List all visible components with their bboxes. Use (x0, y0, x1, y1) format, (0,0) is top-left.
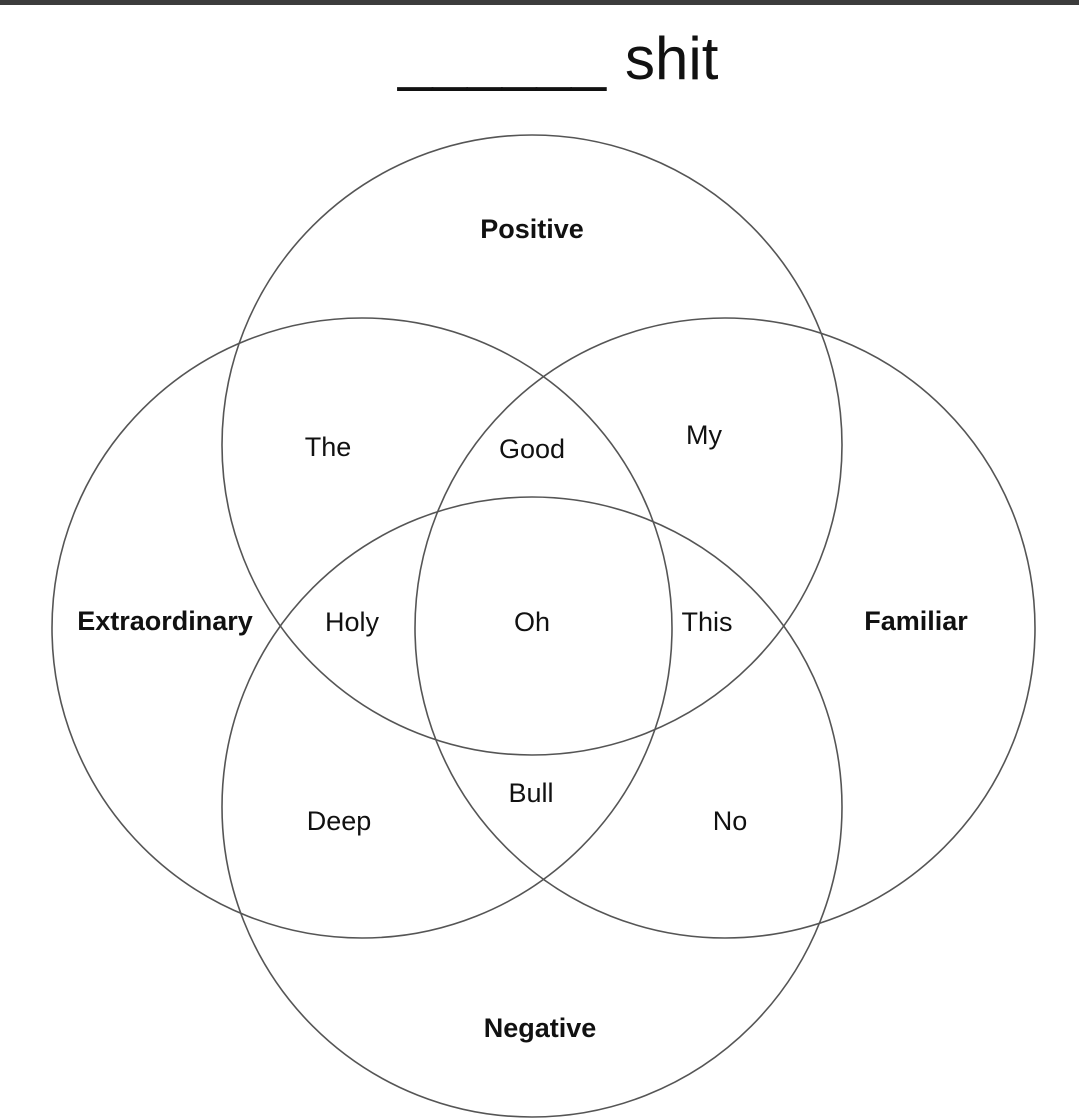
region-this: This (681, 607, 732, 637)
label-extraordinary: Extraordinary (77, 606, 253, 636)
region-oh: Oh (514, 607, 550, 637)
circle-negative (221, 496, 843, 1118)
label-familiar: Familiar (864, 606, 968, 636)
region-the: The (305, 432, 352, 462)
circle-familiar (414, 317, 1036, 939)
circle-positive (221, 134, 843, 756)
title-word: shit (625, 25, 719, 92)
label-positive: Positive (480, 214, 584, 244)
region-bull: Bull (508, 778, 553, 808)
region-good: Good (499, 434, 565, 464)
title-blank: ______ (397, 25, 608, 92)
top-bar (0, 0, 1079, 5)
region-deep: Deep (307, 806, 372, 836)
region-my: My (686, 420, 722, 450)
region-holy: Holy (325, 607, 380, 637)
region-no: No (713, 806, 748, 836)
label-negative: Negative (484, 1013, 597, 1043)
circle-extraordinary (51, 317, 673, 939)
